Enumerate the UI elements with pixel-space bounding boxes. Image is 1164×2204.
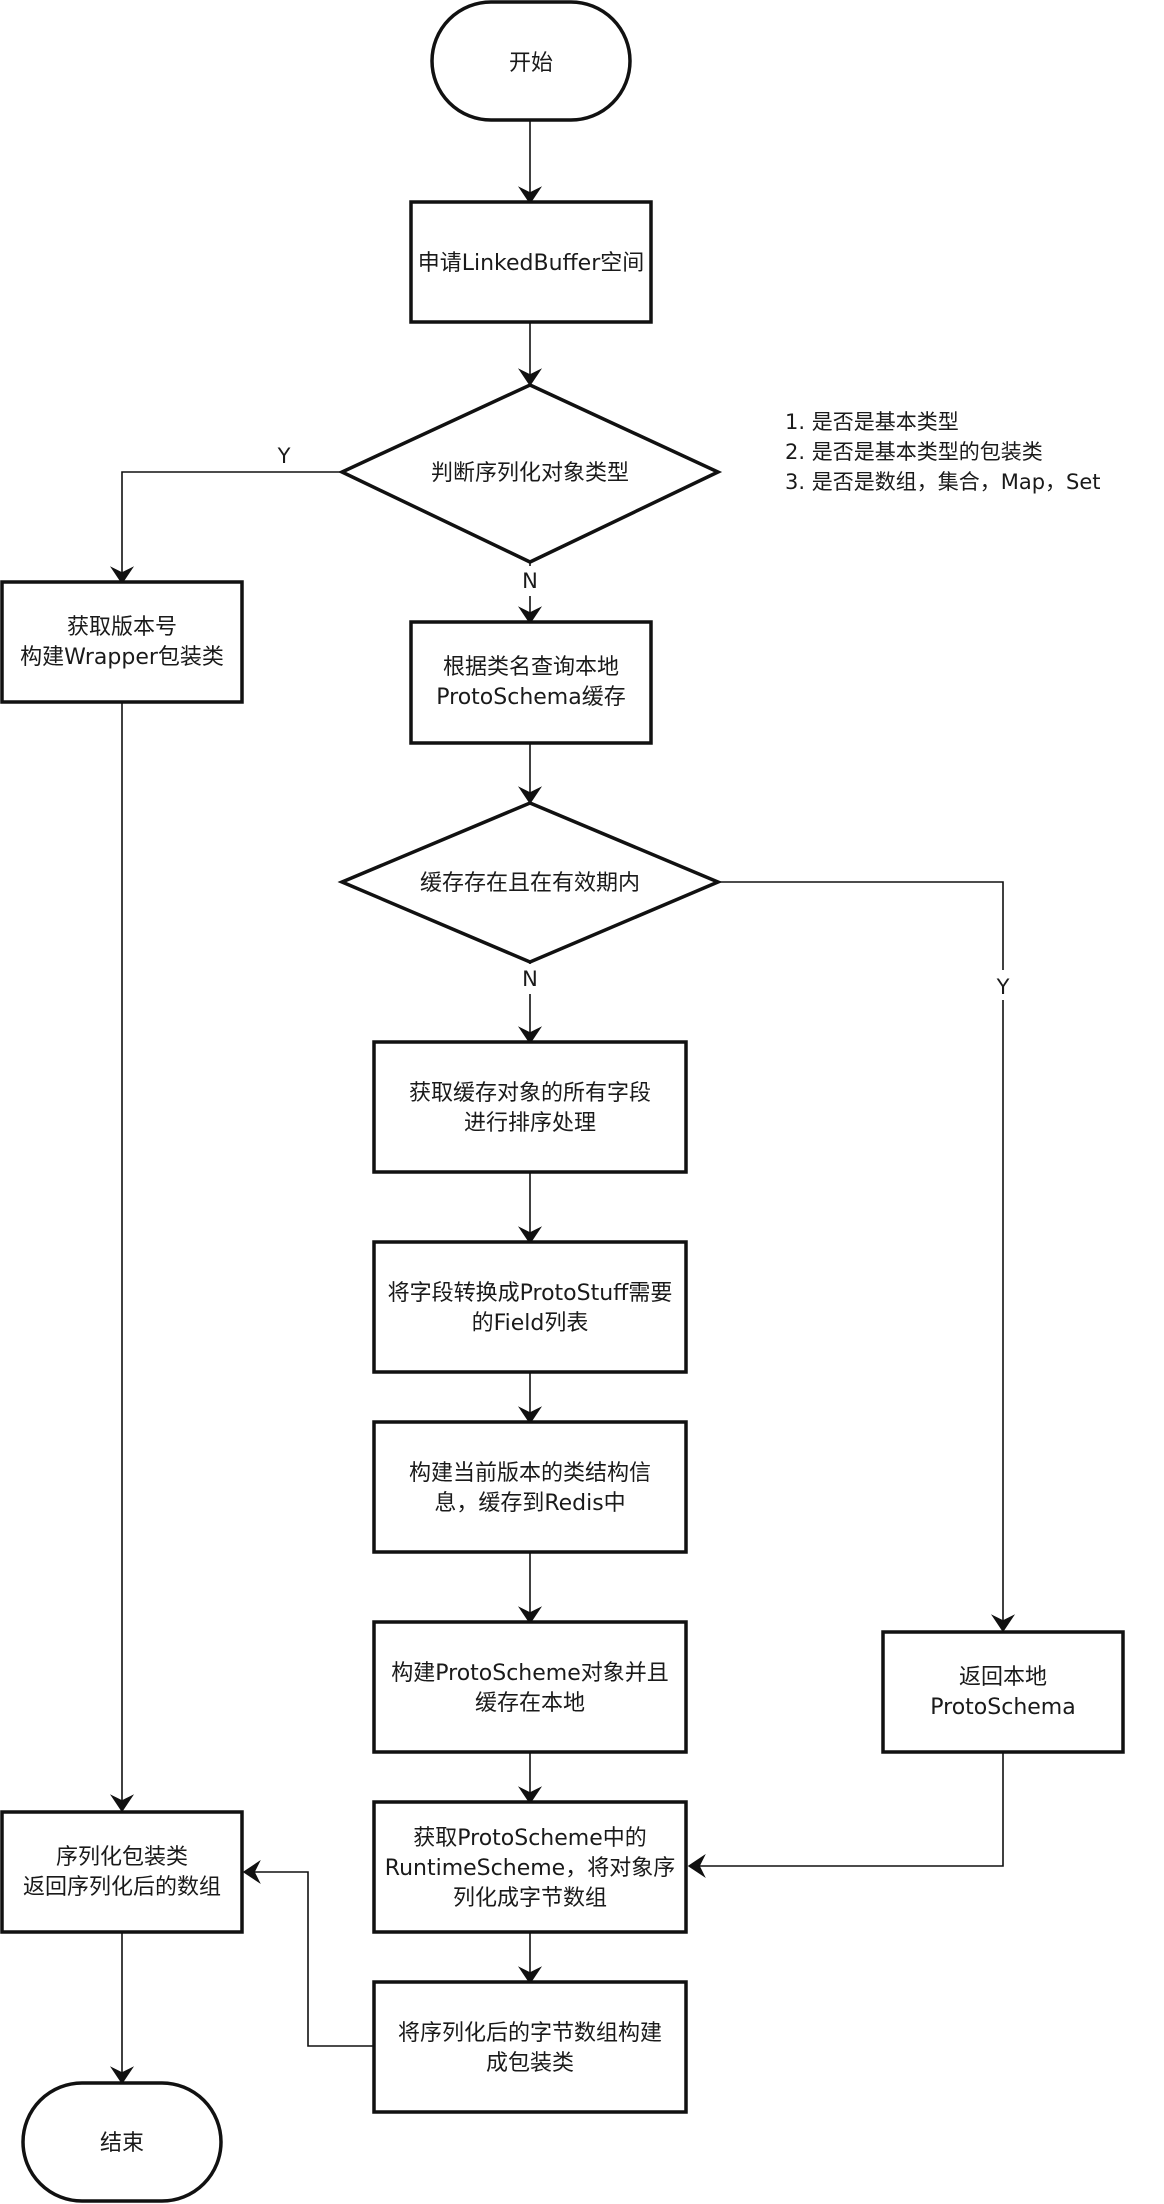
serialize-wrapper-label-line1: 序列化包装类 xyxy=(56,1845,188,1870)
build-wrapper-bytes-label-line2: 成包装类 xyxy=(486,2051,574,2076)
start-label: 开始 xyxy=(509,51,553,76)
edge-label-type-yes: Y xyxy=(277,444,291,468)
query-cache-label-line1: 根据类名查询本地 xyxy=(443,655,619,680)
serialize-wrapper-label-line2: 返回序列化后的数组 xyxy=(23,1875,221,1900)
sort-fields-label-line2: 进行排序处理 xyxy=(464,1111,596,1136)
type-check-note: 1. 是否是基本类型 2. 是否是基本类型的包装类 3. 是否是数组，集合，Ma… xyxy=(785,410,1101,494)
build-wrapper-bytes-label-line1: 将序列化后的字节数组构建 xyxy=(398,2021,662,2046)
edge-query-to-valid xyxy=(517,743,543,805)
process-build-scheme: 构建ProtoScheme对象并且 缓存在本地 xyxy=(372,1620,688,1754)
end-terminal: 结束 xyxy=(21,2081,223,2203)
edge-structure-to-scheme xyxy=(517,1552,543,1625)
note-line-1: 1. 是否是基本类型 xyxy=(785,410,959,434)
edge-label-cache-no: N xyxy=(522,967,538,991)
decision-check-type: 判断序列化对象类型 xyxy=(337,383,723,564)
serialize-runtime-label-line3: 列化成字节数组 xyxy=(453,1886,607,1911)
edge-convert-to-structure xyxy=(517,1372,543,1425)
return-local-label-line1: 返回本地 xyxy=(959,1665,1047,1690)
edge-label-type-no: N xyxy=(522,569,538,593)
edge-labels: Y N N Y xyxy=(270,440,1015,1000)
process-return-local: 返回本地 ProtoSchema xyxy=(881,1630,1125,1754)
start-terminal: 开始 xyxy=(430,0,632,122)
edge-wrapper-to-serialize xyxy=(109,702,135,1813)
edge-alloc-to-check xyxy=(517,322,543,387)
convert-fields-label-line1: 将字段转换成ProtoStuff需要 xyxy=(388,1281,673,1306)
cache-valid-label: 缓存存在且在有效期内 xyxy=(420,871,640,896)
process-build-wrapper-bytes: 将序列化后的字节数组构建 成包装类 xyxy=(372,1980,688,2114)
end-label: 结束 xyxy=(100,2131,144,2156)
note-line-3: 3. 是否是数组，集合，Map，Set xyxy=(785,470,1101,494)
edge-sort-to-convert xyxy=(517,1172,543,1245)
process-convert-fields: 将字段转换成ProtoStuff需要 的Field列表 xyxy=(372,1240,688,1374)
process-build-structure: 构建当前版本的类结构信 息，缓存到Redis中 xyxy=(372,1420,688,1554)
wrapper-label-line1: 获取版本号 xyxy=(67,615,177,640)
edge-check-yes-to-wrapper xyxy=(109,471,342,585)
check-type-label: 判断序列化对象类型 xyxy=(431,461,629,486)
build-scheme-label-line2: 缓存在本地 xyxy=(475,1691,585,1716)
build-scheme-label-line1: 构建ProtoScheme对象并且 xyxy=(391,1661,669,1686)
edge-runtime-to-wrapbytes xyxy=(517,1932,543,1985)
sort-fields-label-line1: 获取缓存对象的所有字段 xyxy=(409,1081,651,1106)
wrapper-label-line2: 构建Wrapper包装类 xyxy=(20,645,224,670)
process-serialize-runtime: 获取ProtoScheme中的 RuntimeScheme，将对象序 列化成字节… xyxy=(372,1800,688,1934)
edge-wrapbytes-to-serialize xyxy=(242,1859,374,2047)
note-line-2: 2. 是否是基本类型的包装类 xyxy=(785,440,1043,464)
process-wrapper: 获取版本号 构建Wrapper包装类 xyxy=(0,580,244,704)
serialize-runtime-label-line1: 获取ProtoScheme中的 xyxy=(413,1826,647,1851)
return-local-label-line2: ProtoSchema xyxy=(930,1695,1075,1720)
alloc-buffer-label: 申请LinkedBuffer空间 xyxy=(418,251,645,276)
query-cache-label-line2: ProtoSchema缓存 xyxy=(436,685,625,710)
edge-serialize-to-end xyxy=(109,1932,135,2085)
convert-fields-label-line2: 的Field列表 xyxy=(472,1311,589,1336)
process-alloc-buffer: 申请LinkedBuffer空间 xyxy=(409,200,653,324)
edge-start-to-alloc xyxy=(517,120,543,205)
build-structure-label-line1: 构建当前版本的类结构信 xyxy=(409,1461,651,1486)
edge-return-to-runtime xyxy=(687,1752,1004,1879)
process-sort-fields: 获取缓存对象的所有字段 进行排序处理 xyxy=(372,1040,688,1174)
edge-label-cache-yes: Y xyxy=(996,975,1010,999)
build-structure-label-line2: 息，缓存到Redis中 xyxy=(434,1491,625,1516)
process-serialize-wrapper: 序列化包装类 返回序列化后的数组 xyxy=(0,1810,244,1934)
process-query-cache: 根据类名查询本地 ProtoSchema缓存 xyxy=(409,620,653,745)
edge-scheme-to-runtime xyxy=(517,1752,543,1805)
decision-cache-valid: 缓存存在且在有效期内 xyxy=(337,801,723,964)
serialize-runtime-label-line2: RuntimeScheme，将对象序 xyxy=(385,1856,675,1881)
edge-valid-yes-to-return xyxy=(718,881,1016,1633)
nodes: 开始 申请LinkedBuffer空间 判断序列化对象类型 获取版本号 构建Wr… xyxy=(0,0,1125,2203)
edges xyxy=(109,120,1016,2085)
